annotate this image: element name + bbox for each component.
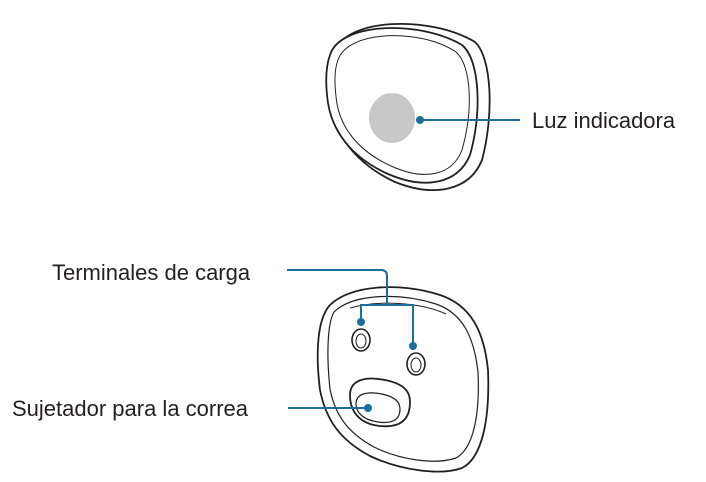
charging-terminal-right [406,352,426,376]
device-back-rim [349,302,447,315]
strap-holder-label: Sujetador para la correa [12,396,249,421]
charging-terminal-right-inner [410,357,422,373]
strap-holder-inner [355,392,401,424]
charging-terminals-label: Terminales de carga [52,260,251,285]
charging-terminal-left [351,328,371,352]
indicator-light-label: Luz indicadora [532,108,676,133]
device-back-view: Terminales de carga Sujetador para la co… [12,260,490,473]
device-front-bevel [334,35,470,175]
charging-terminal-left-inner [355,333,367,349]
terminals-leader-line [287,269,388,305]
indicator-light [369,93,415,143]
device-front-view: Luz indicadora [325,22,676,191]
